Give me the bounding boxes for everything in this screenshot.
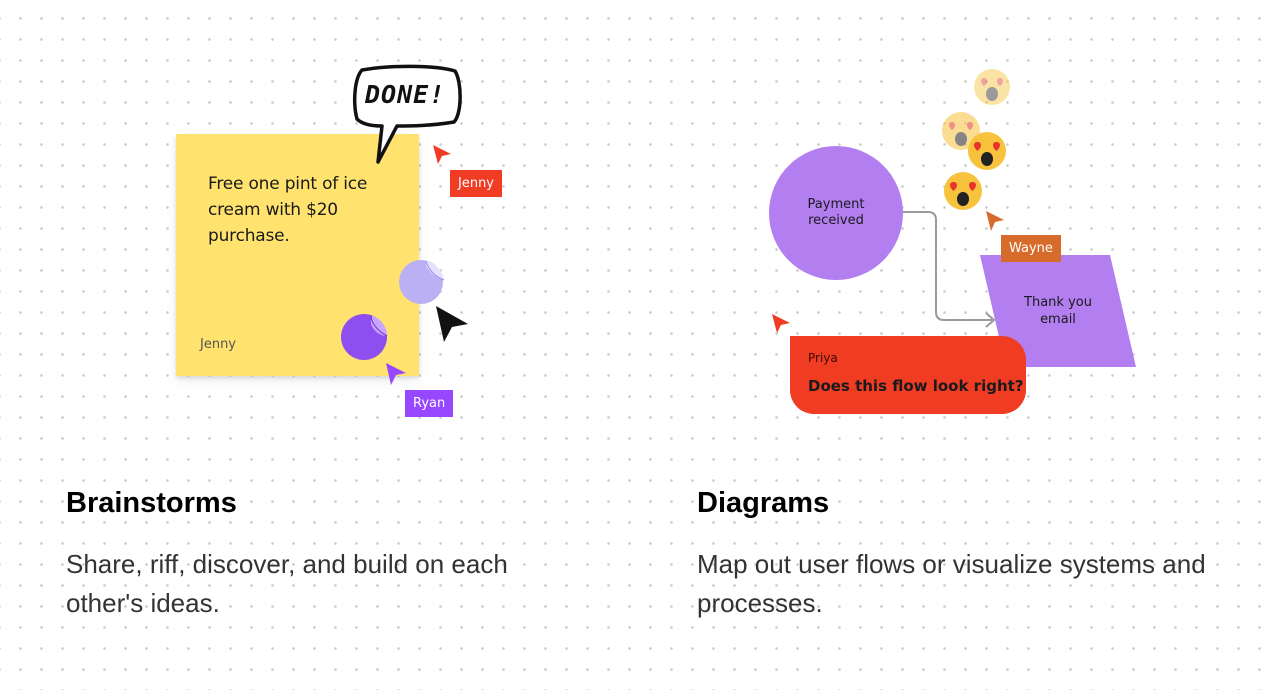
ryan-cursor-icon	[386, 363, 406, 385]
shocked-emoji-icon	[968, 132, 1006, 170]
thank-you-email-node[interactable]	[978, 253, 1138, 369]
jenny-cursor-label: Jenny	[450, 170, 503, 197]
sticky-note[interactable]: Free one pint of ice cream with $20 purc…	[176, 134, 419, 376]
wayne-cursor-icon	[986, 211, 1004, 231]
comment-author: Priya	[808, 351, 838, 365]
heart-eyes-emoji-icon	[942, 112, 980, 150]
diagrams-description: Map out user flows or visualize systems …	[697, 549, 1206, 618]
black-cursor-icon	[436, 306, 468, 342]
brainstorms-heading: Brainstorms	[66, 487, 237, 519]
heart-eyes-emoji-icon	[944, 172, 982, 210]
thank-you-email-label: Thank you email	[1024, 295, 1092, 327]
lavender-dot-sticker-icon[interactable]	[398, 258, 446, 306]
ryan-cursor-label: Ryan	[405, 390, 454, 417]
speech-bubble-icon	[352, 64, 462, 164]
brainstorms-description: Share, riff, discover, and build on each…	[66, 549, 508, 618]
wayne-cursor-label: Wayne	[1001, 235, 1061, 262]
sticky-note-text: Free one pint of ice cream with $20 purc…	[208, 174, 368, 246]
bubble-text: DONE!	[365, 80, 446, 109]
priya-cursor-icon	[772, 314, 790, 333]
payment-received-label: Payment received	[807, 197, 865, 228]
flow-connector	[902, 211, 996, 328]
shocked-emoji-icon	[974, 69, 1010, 105]
comment-bubble[interactable]: Priya Does this flow look right?	[790, 336, 1026, 414]
jenny-cursor-icon	[433, 145, 451, 164]
diagrams-heading: Diagrams	[697, 487, 830, 519]
payment-received-node[interactable]: Payment received	[769, 146, 903, 280]
sticky-note-author: Jenny	[200, 337, 237, 352]
comment-text: Does this flow look right?	[808, 377, 1024, 395]
purple-dot-sticker-icon[interactable]	[340, 312, 390, 362]
